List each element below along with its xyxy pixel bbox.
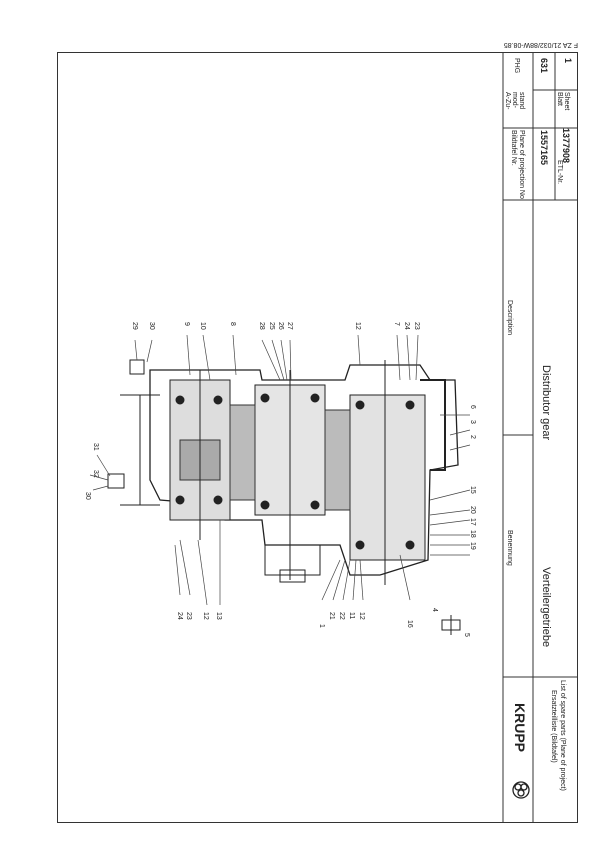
callout-20: 20 — [469, 506, 476, 514]
callout-30b: 30 — [84, 492, 91, 500]
callout-32: 32 — [92, 470, 99, 478]
callout-29: 29 — [131, 322, 138, 330]
callout-18: 18 — [469, 530, 476, 538]
callout-17: 17 — [469, 518, 476, 526]
callout-11: 11 — [348, 612, 355, 620]
callout-2: 2 — [469, 435, 476, 439]
callout-1: 1 — [318, 624, 325, 628]
callout-10: 10 — [199, 322, 206, 330]
callout-24a: 24 — [403, 322, 410, 330]
callout-13: 13 — [215, 612, 222, 620]
callout-27: 27 — [286, 322, 293, 330]
callout-26: 26 — [277, 322, 284, 330]
callout-31: 31 — [92, 443, 99, 451]
callout-8: 8 — [229, 322, 236, 326]
callout-6: 6 — [469, 405, 476, 409]
callout-25: 25 — [268, 322, 275, 330]
callout-12c: 12 — [358, 612, 365, 620]
callout-30a: 30 — [148, 322, 155, 330]
callout-4: 4 — [431, 608, 438, 612]
callout-9: 9 — [183, 322, 190, 326]
callout-23b: 23 — [185, 612, 192, 620]
callout-23a: 23 — [413, 322, 420, 330]
callout-3: 3 — [469, 420, 476, 424]
callout-12a: 12 — [354, 322, 361, 330]
callout-12b: 12 — [202, 612, 209, 620]
callout-19: 19 — [469, 542, 476, 550]
callout-21: 21 — [328, 612, 335, 620]
callout-28: 28 — [258, 322, 265, 330]
callout-24b: 24 — [176, 612, 183, 620]
callout-15: 15 — [469, 486, 476, 494]
callout-7: 7 — [393, 322, 400, 326]
drawing-frame — [57, 52, 578, 823]
callout-5: 5 — [463, 633, 470, 637]
callout-16: 16 — [406, 620, 413, 628]
callout-22: 22 — [338, 612, 345, 620]
